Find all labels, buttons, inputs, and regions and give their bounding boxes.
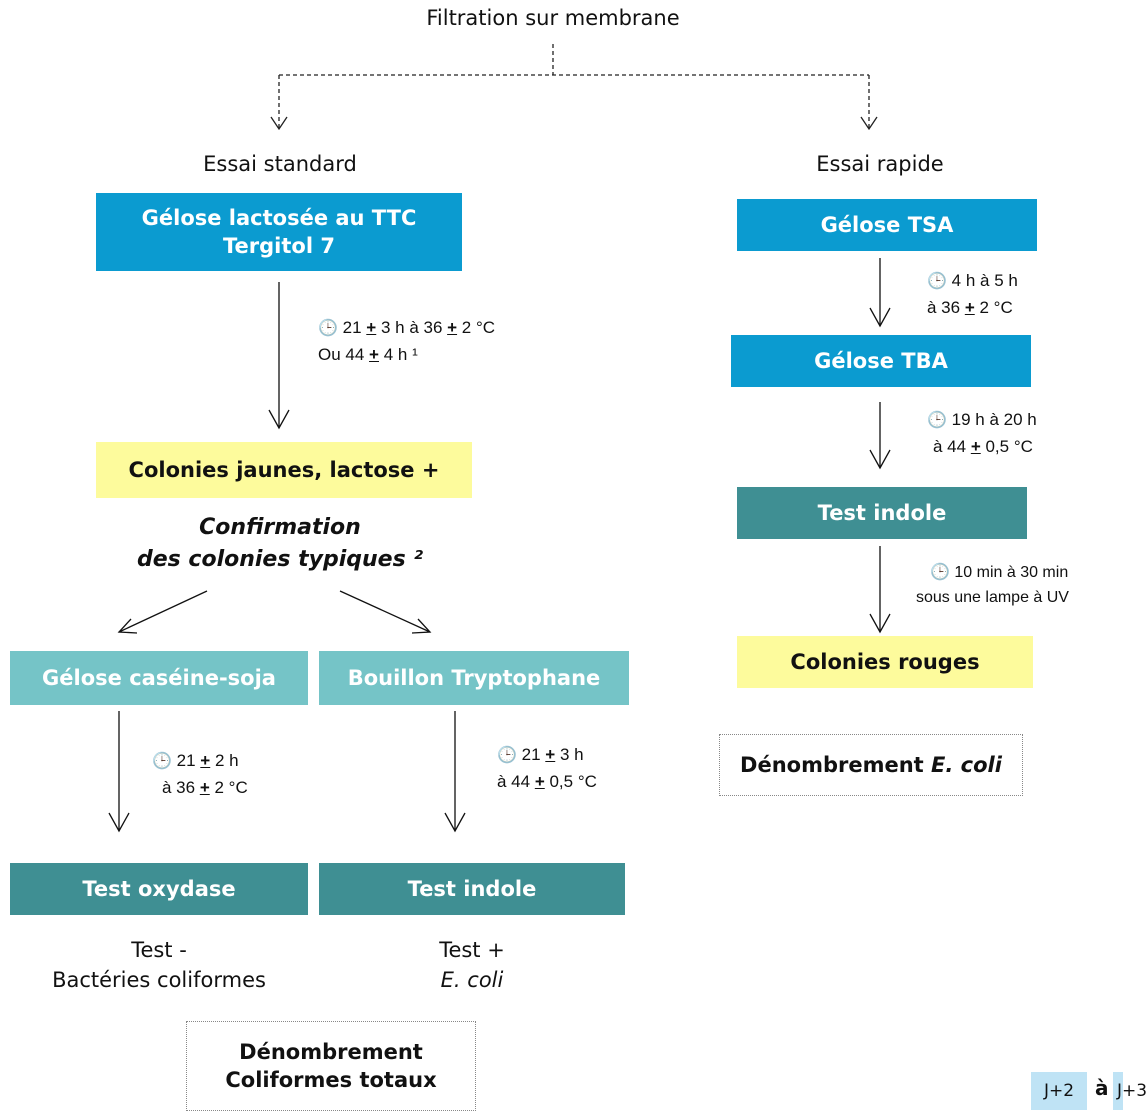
box-colonies-rouges: Colonies rouges <box>737 636 1033 688</box>
standard-right-cond: 🕒 21 + 3 h à 44 + 0,5 °C <box>497 745 597 791</box>
box-test-indole-rapid: Test indole <box>737 487 1027 539</box>
rapid-cond2: 🕒 19 h à 20 h à 44 + 0,5 °C <box>927 410 1037 456</box>
clock-icon: 🕒 <box>927 273 947 290</box>
result-coliformes: Test - Bactéries coliformes <box>52 938 266 993</box>
count-ecoli: Dénombrement E. coli <box>719 734 1023 796</box>
clock-icon: 🕒 <box>930 564 950 581</box>
root-split-connector <box>278 44 870 128</box>
clock-icon: 🕒 <box>927 412 947 429</box>
rapid-cond1: 🕒 4 h à 5 h à 36 + 2 °C <box>927 271 1018 317</box>
timeline-sep: à <box>1095 1076 1109 1100</box>
box-test-oxydase: Test oxydase <box>10 863 308 915</box>
result-ecoli: Test + E. coli <box>439 938 505 993</box>
clock-icon: 🕒 <box>318 320 338 337</box>
box-gelose-tba: Gélose TBA <box>731 335 1031 387</box>
box-test-indole-standard: Test indole <box>319 863 625 915</box>
confirmation-label: Confirmation des colonies typiques ² <box>137 515 423 572</box>
count-coliformes-totaux: Dénombrement Coliformes totaux <box>186 1021 476 1111</box>
box-gelose-lactosee-line1: Gélose lactosée au TTC <box>141 205 417 230</box>
rapid-cond3: 🕒 10 min à 30 min sous une lampe à UV <box>916 564 1069 606</box>
rapid-title: Essai rapide <box>816 152 944 176</box>
clock-icon: 🕒 <box>152 753 172 770</box>
arrow-to-caseine <box>118 590 208 633</box>
box-gelose-lactosee-line2: Tergitol 7 <box>223 234 335 258</box>
timeline-start: J+2 <box>1031 1072 1087 1110</box>
arrow-to-tryptophane <box>339 590 431 633</box>
standard-left-cond: 🕒 21 + 2 h à 36 + 2 °C <box>152 751 248 797</box>
standard-title: Essai standard <box>203 152 357 176</box>
standard-cond1: 🕒 21 + 3 h à 36 + 2 °C Ou 44 + 4 h ¹ <box>318 318 496 364</box>
box-colonies-jaunes: Colonies jaunes, lactose + <box>96 442 472 498</box>
box-gelose-caseine-soja: Gélose caséine-soja <box>10 651 308 705</box>
arrow-to-standard <box>270 116 288 131</box>
box-gelose-tsa: Gélose TSA <box>737 199 1037 251</box>
connector-lines <box>108 44 891 833</box>
box-gelose-lactosee: Gélose lactosée au TTC Tergitol 7 <box>96 193 462 271</box>
clock-icon: 🕒 <box>497 747 517 764</box>
timeline-end: J+3 <box>1113 1072 1147 1110</box>
box-bouillon-tryptophane: Bouillon Tryptophane <box>319 651 629 705</box>
root-label: Filtration sur membrane <box>426 6 680 30</box>
arrow-to-rapid <box>860 116 878 131</box>
